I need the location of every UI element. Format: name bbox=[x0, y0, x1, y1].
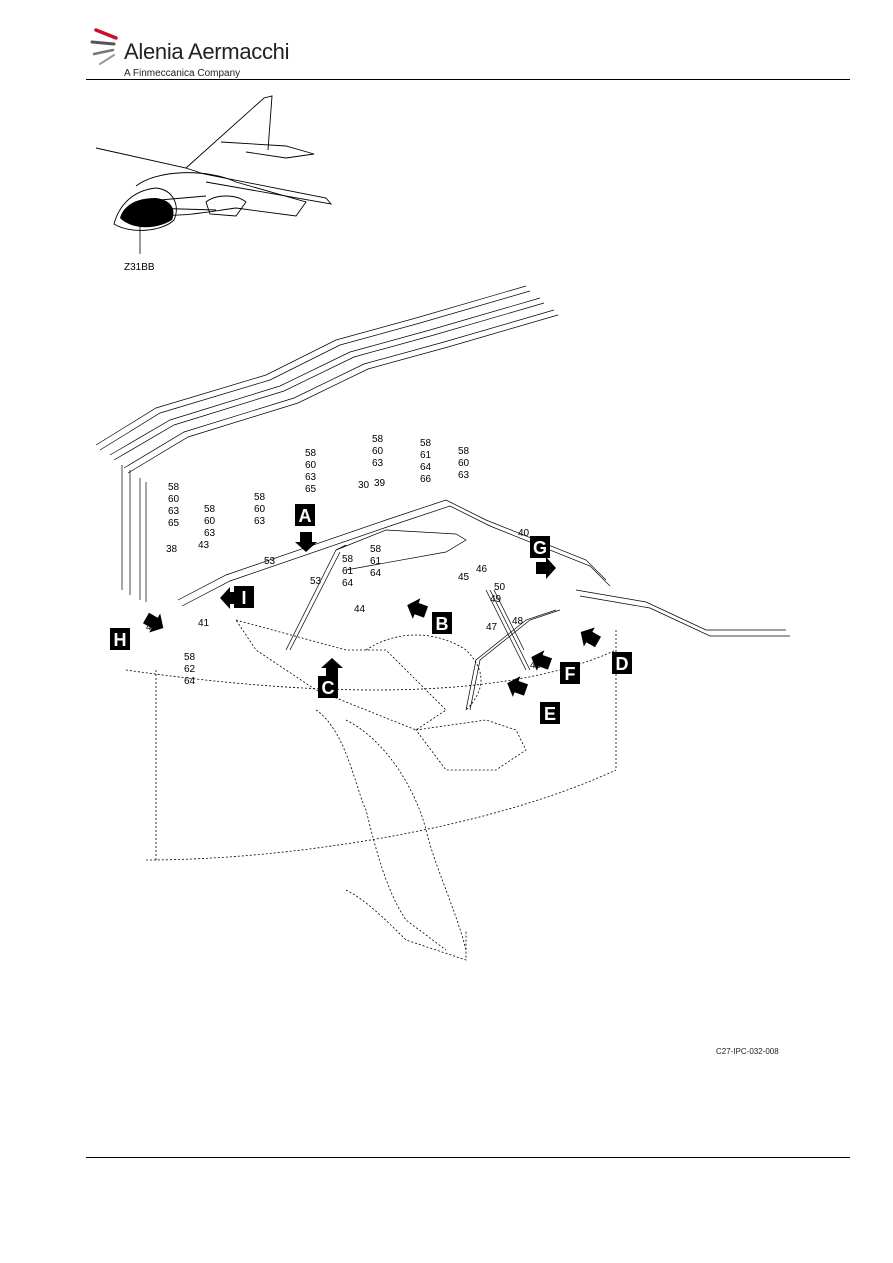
view-label-a: A bbox=[299, 506, 312, 526]
callout: 60 bbox=[168, 494, 180, 505]
view-arrow-e bbox=[503, 672, 530, 701]
callout: 60 bbox=[204, 516, 216, 527]
callout: 48 bbox=[512, 616, 524, 627]
callout: 63 bbox=[254, 516, 266, 527]
view-arrow-d bbox=[575, 622, 604, 652]
figure-id: C27-IPC-032-008 bbox=[716, 1047, 779, 1056]
callout: 45 bbox=[458, 572, 470, 583]
zone-highlight bbox=[120, 198, 174, 228]
callout: 53 bbox=[310, 576, 322, 587]
view-arrow-c bbox=[321, 658, 343, 678]
callout: 63 bbox=[168, 506, 180, 517]
view-arrow-b bbox=[403, 594, 430, 623]
callout: 58 bbox=[370, 544, 382, 555]
callout: 53 bbox=[264, 556, 276, 567]
callout: 61 bbox=[420, 450, 432, 461]
callout: 38 bbox=[166, 544, 178, 555]
callout: 42 bbox=[146, 622, 158, 633]
callout: 61 bbox=[370, 556, 382, 567]
view-label-h: H bbox=[114, 630, 127, 650]
callout: 60 bbox=[372, 446, 384, 457]
callout: 63 bbox=[305, 472, 317, 483]
view-label-g: G bbox=[533, 538, 547, 558]
callout: 58 bbox=[168, 482, 180, 493]
zone-label: Z31BB bbox=[124, 262, 155, 273]
view-label-e: E bbox=[544, 704, 556, 724]
view-label-d: D bbox=[616, 654, 629, 674]
callout: 39 bbox=[374, 478, 386, 489]
aircraft-locator-icon bbox=[95, 95, 333, 231]
callout: 58 bbox=[204, 504, 216, 515]
footer-rule bbox=[86, 1157, 850, 1158]
callout: 61 bbox=[342, 566, 354, 577]
callout: 40 bbox=[518, 528, 530, 539]
callout: 58 bbox=[184, 652, 196, 663]
view-arrow-a bbox=[295, 532, 317, 552]
view-label-c: C bbox=[322, 678, 335, 698]
callout: 41 bbox=[198, 618, 210, 629]
callout: 63 bbox=[458, 470, 470, 481]
company-logo: Alenia Aermacchi A Finmeccanica Company bbox=[86, 22, 290, 82]
callout: 58 bbox=[254, 492, 266, 503]
callout: 64 bbox=[184, 676, 196, 687]
callout: 64 bbox=[342, 578, 354, 589]
callout: 46 bbox=[476, 564, 488, 575]
landing-gear-outline bbox=[125, 619, 617, 961]
company-tagline: A Finmeccanica Company bbox=[124, 68, 241, 79]
callout: 65 bbox=[305, 484, 317, 495]
callout: 50 bbox=[494, 582, 506, 593]
callout: 40 bbox=[530, 660, 542, 671]
callout: 44 bbox=[354, 604, 366, 615]
callout: 30 bbox=[358, 480, 370, 491]
callout: 58 bbox=[372, 434, 384, 445]
callout: 60 bbox=[305, 460, 317, 471]
company-name: Alenia Aermacchi bbox=[124, 39, 290, 64]
callout: 58 bbox=[458, 446, 470, 457]
view-label-i: I bbox=[241, 588, 246, 608]
callout: 58 bbox=[420, 438, 432, 449]
hydraulic-tubes bbox=[95, 285, 790, 711]
callout: 49 bbox=[490, 594, 502, 605]
callout: 62 bbox=[184, 664, 196, 675]
callout: 66 bbox=[420, 474, 432, 485]
callout: 58 bbox=[342, 554, 354, 565]
callout: 58 bbox=[305, 448, 317, 459]
callout: 65 bbox=[168, 518, 180, 529]
callout: 64 bbox=[420, 462, 432, 473]
callout: 63 bbox=[372, 458, 384, 469]
view-arrow-g bbox=[536, 557, 556, 579]
callout: 64 bbox=[370, 568, 382, 579]
ipc-figure: Z31BB A B bbox=[95, 95, 790, 961]
callout: 60 bbox=[254, 504, 266, 515]
callout: 47 bbox=[486, 622, 498, 633]
view-label-f: F bbox=[565, 664, 576, 684]
callout: 43 bbox=[198, 540, 210, 551]
logo-swoosh-icon bbox=[90, 28, 118, 65]
header-rule bbox=[86, 79, 850, 80]
callout: 63 bbox=[204, 528, 216, 539]
view-label-b: B bbox=[436, 614, 449, 634]
callout: 60 bbox=[458, 458, 470, 469]
